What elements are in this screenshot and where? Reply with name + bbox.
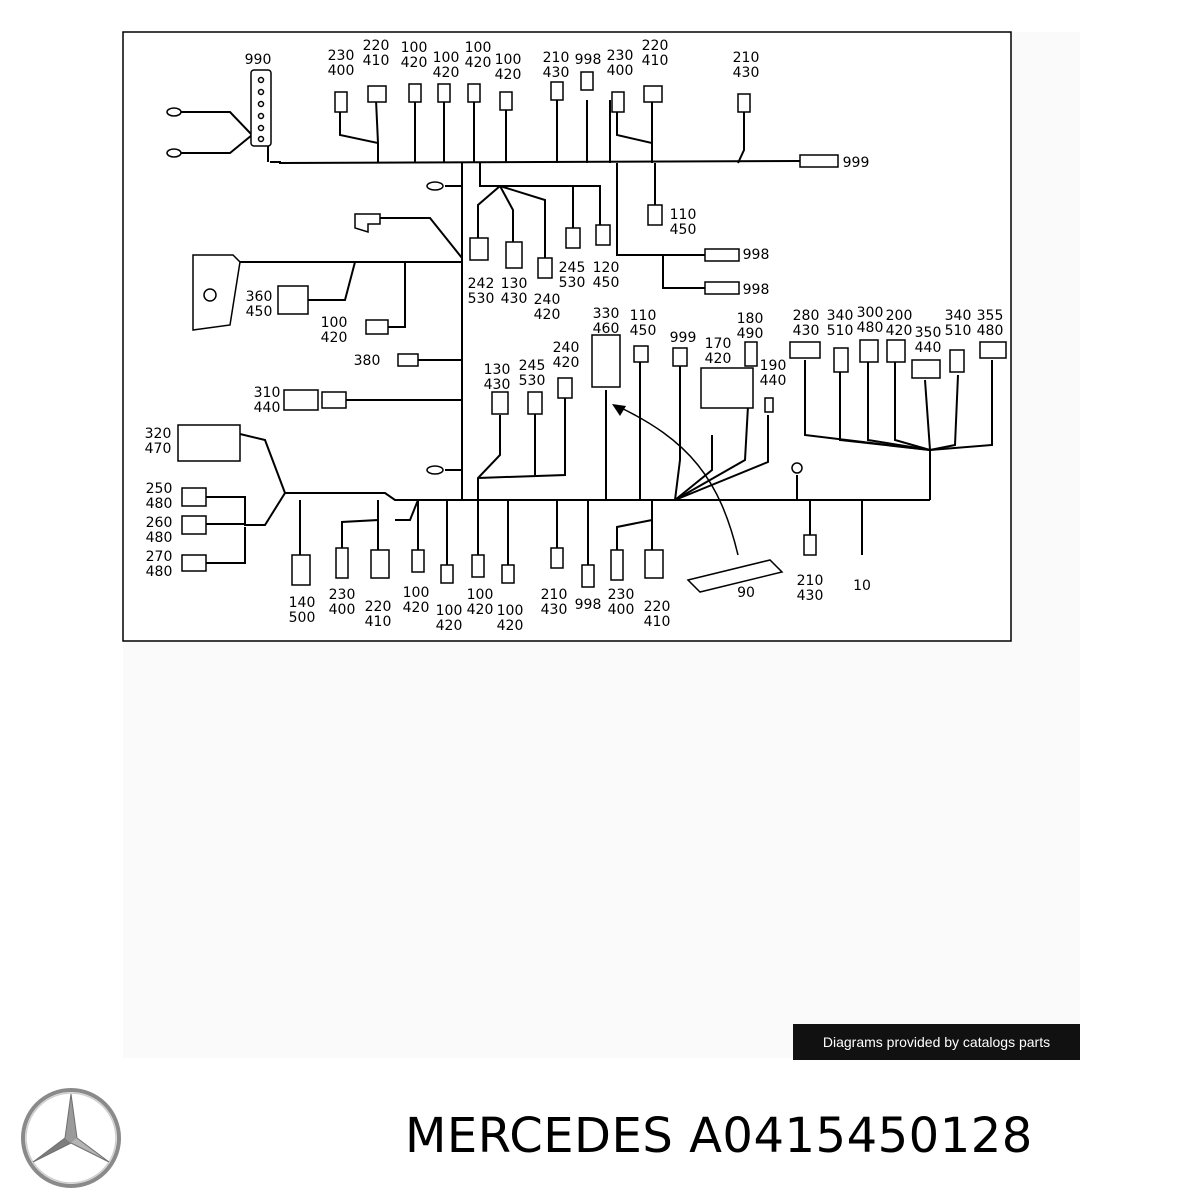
callout-999: 999 bbox=[843, 155, 870, 171]
diagram-credit-badge: Diagrams provided by catalogs parts bbox=[793, 1024, 1080, 1060]
callout-998-a: 998 bbox=[743, 247, 770, 263]
callout-999-b: 999 bbox=[670, 330, 697, 346]
callout-998-top: 998 bbox=[575, 52, 602, 68]
callout-990: 990 bbox=[245, 52, 272, 68]
callout-998-bottom: 998 bbox=[575, 597, 602, 613]
brand-name: MERCEDES bbox=[405, 1108, 674, 1164]
harness-wires bbox=[180, 70, 993, 565]
brand-part-number: MERCEDES A0415450128 bbox=[405, 1108, 1033, 1164]
callout-380: 380 bbox=[354, 353, 381, 369]
callout-90: 90 bbox=[737, 585, 755, 601]
mercedes-star-icon bbox=[21, 1088, 121, 1188]
callout-10: 10 bbox=[853, 578, 871, 594]
part-number: A0415450128 bbox=[689, 1108, 1033, 1164]
harness-connectors bbox=[166, 69, 1007, 593]
callout-998-b: 998 bbox=[743, 282, 770, 298]
